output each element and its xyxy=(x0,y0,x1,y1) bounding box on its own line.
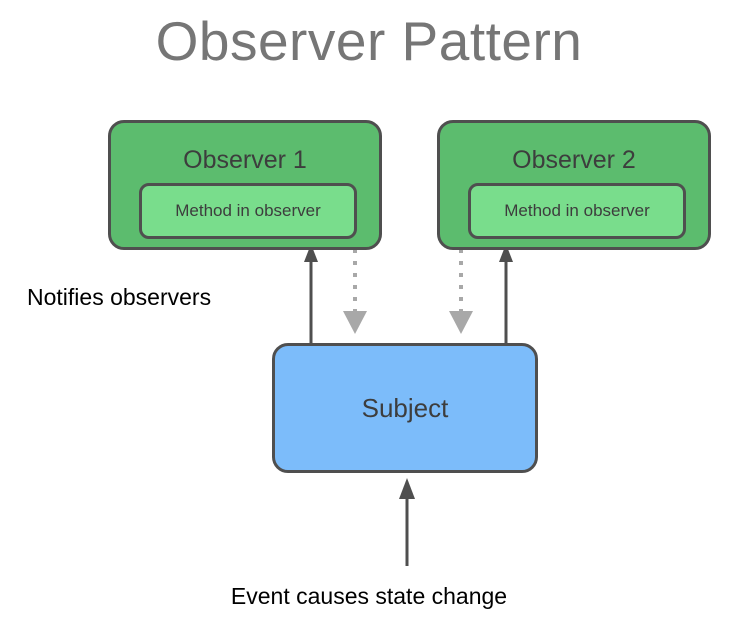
arrow-subject-to-observer-1 xyxy=(304,244,318,345)
observer-2-box[interactable]: Observer 2 Method in observer xyxy=(437,120,711,250)
page-title: Observer Pattern xyxy=(155,10,583,72)
arrow-event-to-subject xyxy=(399,478,415,566)
arrow-subject-to-observer-2 xyxy=(499,244,513,345)
observer-1-method-label: Method in observer xyxy=(175,201,321,220)
observer-2-method-label: Method in observer xyxy=(504,201,650,220)
observer-1-method-box[interactable]: Method in observer xyxy=(139,183,357,239)
observer-1-title: Observer 1 xyxy=(183,146,307,174)
observer-2-method-box[interactable]: Method in observer xyxy=(468,183,686,239)
observer-2-title: Observer 2 xyxy=(512,146,636,174)
event-causes-state-change-label: Event causes state change xyxy=(230,583,508,609)
arrow-observer-1-to-subject xyxy=(343,249,367,334)
subject-box[interactable]: Subject xyxy=(272,343,538,473)
observer-1-box[interactable]: Observer 1 Method in observer xyxy=(108,120,382,250)
notifies-observers-label: Notifies observers xyxy=(27,284,212,310)
arrow-observer-2-to-subject xyxy=(449,249,473,334)
subject-label: Subject xyxy=(361,393,449,423)
